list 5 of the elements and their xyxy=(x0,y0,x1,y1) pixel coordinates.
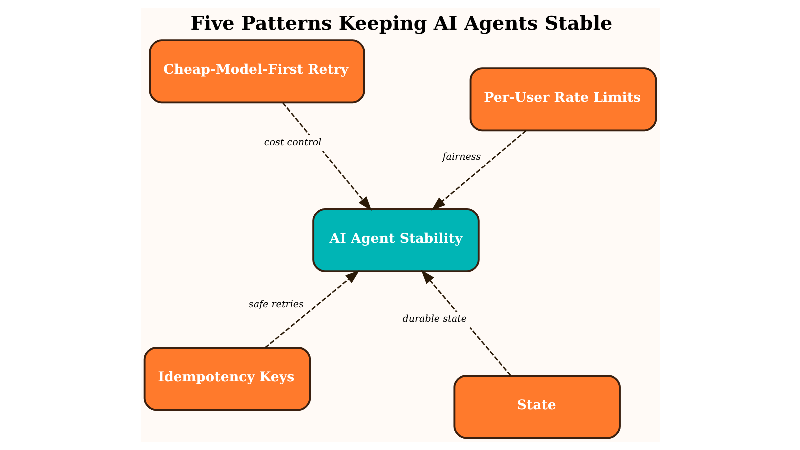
edge-label: safe retries xyxy=(248,299,304,310)
edge-label: durable state xyxy=(402,314,467,326)
edge-label: fairness xyxy=(442,152,481,164)
diagram-title: Five Patterns Keeping AI Agents Stable xyxy=(190,12,612,36)
edge-label: cost control xyxy=(264,137,322,148)
